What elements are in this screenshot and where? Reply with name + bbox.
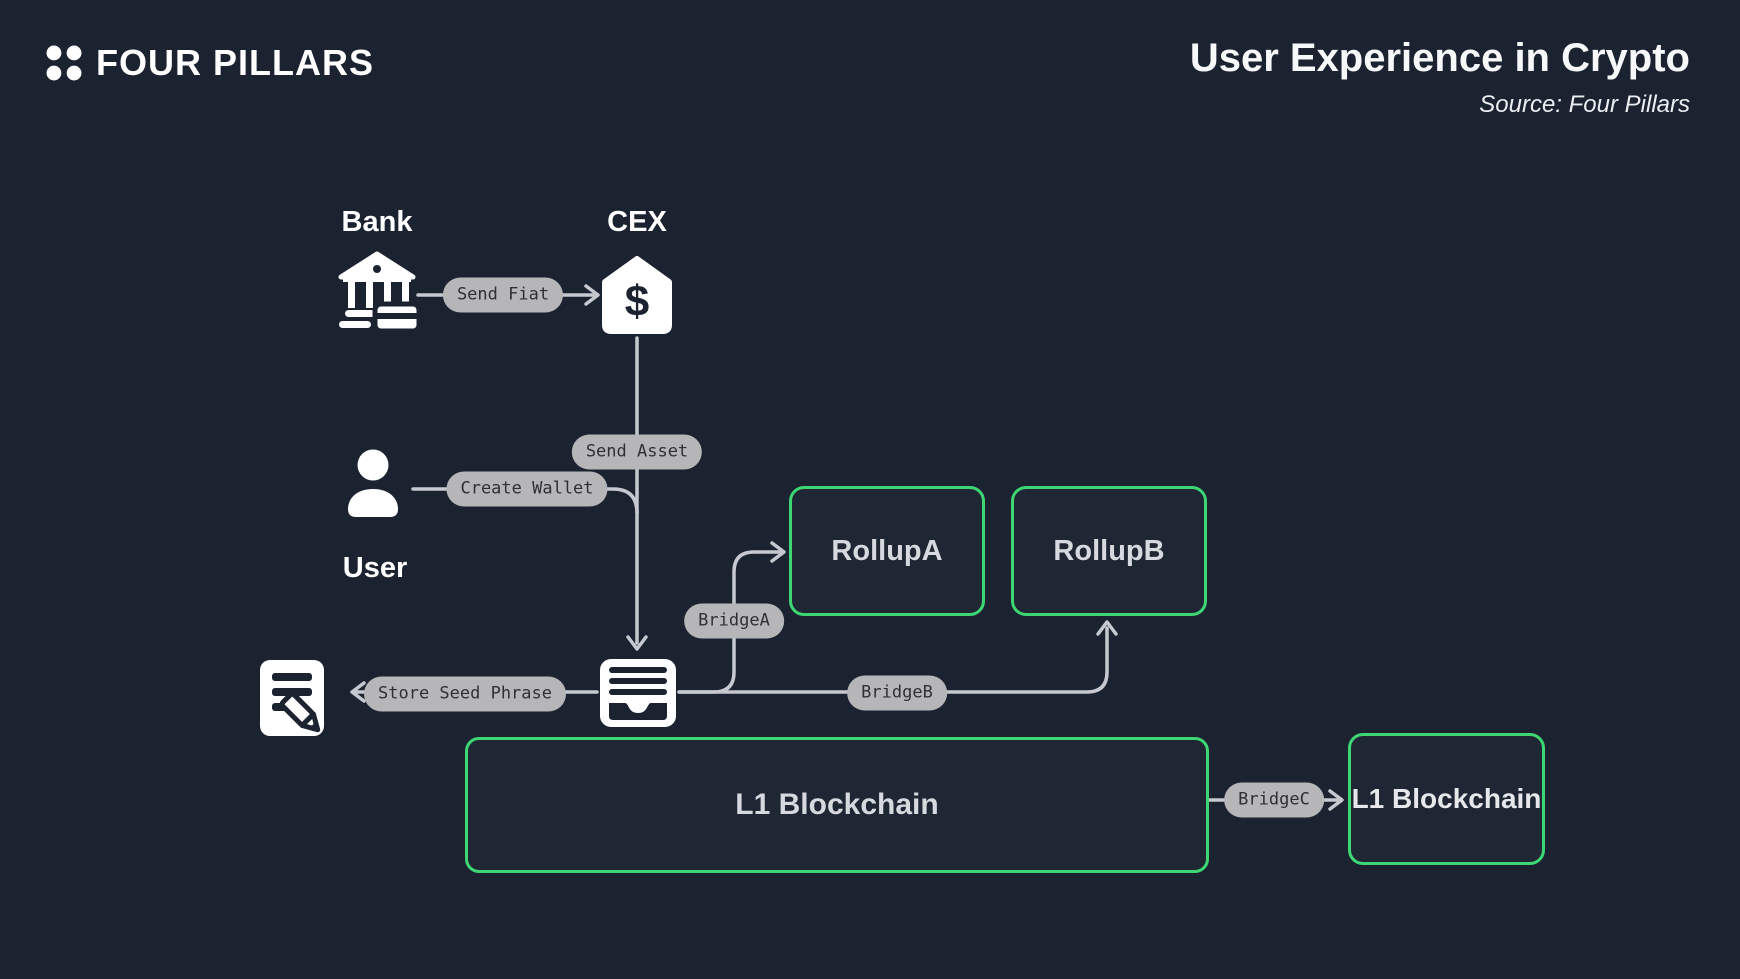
node-rollup-b: RollupB — [1011, 486, 1207, 616]
rollup-a-label: RollupA — [831, 534, 943, 567]
cex-label: CEX — [607, 206, 667, 238]
edge-label-bridge-a: BridgeA — [684, 603, 784, 639]
house-dollar-icon: $ — [602, 256, 672, 334]
pencil-glyph — [279, 691, 321, 733]
edge-label-store-seed-phrase: Store Seed Phrase — [364, 676, 566, 712]
bank-building-icon — [338, 251, 419, 332]
arrowhead-left-note — [350, 681, 366, 703]
arrowhead-right-rollupa — [770, 541, 786, 563]
arrowhead-right-cex — [584, 284, 600, 306]
rollup-b-label: RollupB — [1053, 534, 1165, 567]
edge-create-wallet-line — [411, 487, 639, 515]
node-l1-blockchain-main: L1 Blockchain — [465, 737, 1209, 873]
note-pencil-icon — [260, 660, 324, 736]
edge-label-send-asset: Send Asset — [571, 434, 703, 470]
edge-label-bridge-c: BridgeC — [1224, 782, 1324, 818]
wallet-icon — [600, 659, 676, 727]
edge-bridge-b-line — [677, 626, 1109, 694]
four-dots-logo-icon — [46, 45, 82, 81]
person-icon — [348, 449, 398, 517]
brand-logo: FOUR PILLARS — [46, 42, 374, 84]
arrowhead-up-rollupb — [1096, 620, 1118, 636]
brand-name: FOUR PILLARS — [96, 42, 374, 83]
node-l1-blockchain-other: L1 Blockchain — [1348, 733, 1545, 865]
l1-main-label: L1 Blockchain — [735, 788, 939, 821]
title-block: User Experience in Crypto Source: Four P… — [1190, 36, 1690, 119]
edge-label-bridge-b: BridgeB — [847, 675, 947, 711]
user-label: User — [342, 552, 408, 584]
l1-other-label: L1 Blockchain — [1351, 783, 1542, 814]
arrowhead-down-wallet — [626, 635, 648, 651]
node-rollup-a: RollupA — [789, 486, 985, 616]
edge-label-create-wallet: Create Wallet — [446, 471, 608, 507]
dollar-glyph: $ — [625, 277, 649, 326]
arrowhead-right-l1other — [1328, 789, 1344, 811]
page-title: User Experience in Crypto — [1189, 36, 1690, 80]
source-credit: Source: Four Pillars — [1479, 91, 1690, 118]
edge-label-send-fiat: Send Fiat — [442, 277, 564, 313]
bank-label: Bank — [341, 206, 413, 238]
